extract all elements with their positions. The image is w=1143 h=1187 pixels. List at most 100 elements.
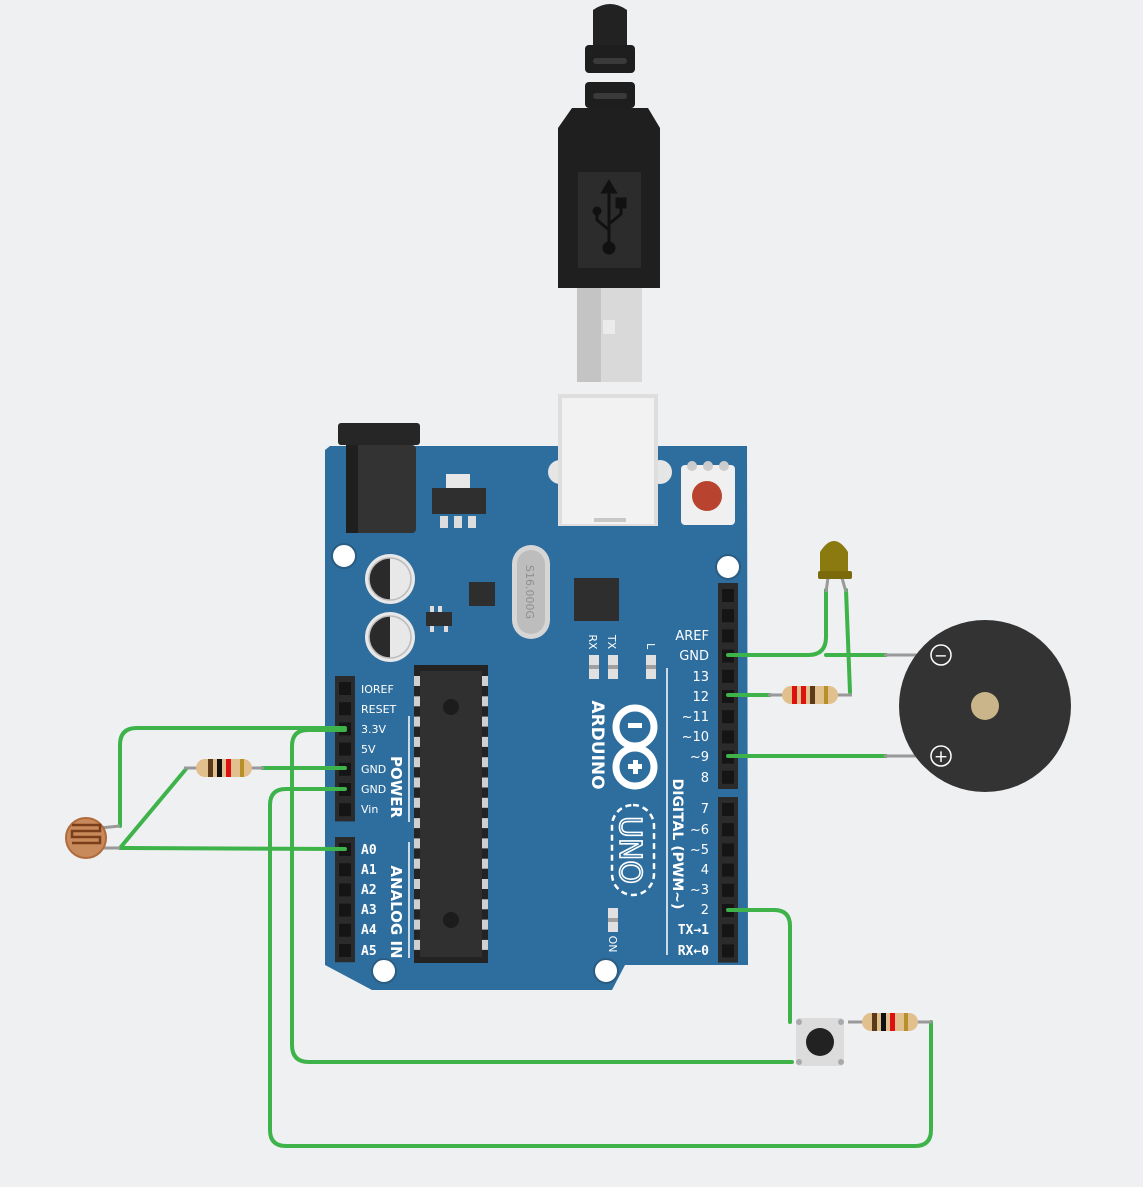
chip-pin [482,676,488,686]
chip-pin [414,676,420,686]
buzzer-plus-sign: + [934,747,948,767]
header-socket[interactable] [339,944,351,957]
photoresistor[interactable] [65,817,121,859]
header-socket[interactable] [722,609,734,623]
chip-pin [482,736,488,747]
pin-label-a0: A0 [361,843,377,858]
pin-label-5v: 5V [361,743,376,756]
wires[interactable] [118,588,933,1148]
header-socket[interactable] [339,702,351,716]
chip-pin [414,838,420,849]
rx-label: RX [586,634,599,650]
header-socket[interactable] [722,944,734,958]
on-label: ON [606,936,619,953]
chip-pin [482,858,488,869]
pin-label-6: ~6 [690,823,709,838]
header-socket[interactable] [722,803,734,816]
header-socket[interactable] [722,863,734,877]
header-socket[interactable] [339,883,351,897]
pin-label-2: 2 [701,903,709,918]
piezo-buzzer[interactable]: − + [884,620,1071,792]
header-socket[interactable] [722,883,734,897]
power-led: ON [606,908,619,952]
chip-pin [414,757,420,768]
transistor [426,606,452,632]
chip-pin [414,879,420,889]
header-socket[interactable] [722,843,734,857]
wire-ldr-to-a0[interactable] [118,846,347,851]
digital-upper-header [718,583,738,789]
wire-ldr-resistor[interactable] [118,767,188,850]
capacitor [365,612,415,662]
chip-pin [482,919,488,930]
header-socket[interactable] [339,803,351,817]
buzzer-minus-sign: − [934,646,947,665]
pin-label-a5: A5 [361,944,377,959]
header-socket[interactable] [722,924,734,938]
resistor-led[interactable] [768,686,852,704]
header-socket[interactable] [722,730,734,744]
pin-label-3v3: 3.3V [361,723,386,736]
chip-pin [414,818,420,829]
pin-label-5: ~5 [690,843,709,858]
arduino-uno-board[interactable]: S16.000G RX TX L ON [325,394,748,990]
voltage-regulator [432,474,486,528]
wire-ldr-to-3v3[interactable] [118,726,347,828]
header-socket[interactable] [722,589,734,602]
header-socket[interactable] [722,669,734,683]
digital-section-label: DIGITAL (PWM~) [669,779,685,910]
header-socket[interactable] [722,629,734,643]
wire-gnd-to-button-resistor[interactable] [268,787,933,1148]
chip-pin [414,919,420,930]
pushbutton[interactable] [796,1018,844,1066]
resistor-ldr[interactable] [184,759,264,777]
wire-pin2-to-button[interactable] [726,908,792,1024]
chip-pin [482,696,488,707]
wire-led-resistor[interactable] [844,588,852,694]
header-socket[interactable] [722,710,734,724]
chip-pin [482,899,488,910]
wire-gnd-to-led-buzzer[interactable] [726,588,828,657]
digital-lower-header [718,797,738,963]
pin-label-vin: Vin [361,803,378,816]
digital-upper-pin-labels: AREF GND 13 12 ~11 ~10 ~9 8 [675,629,709,786]
reset-button[interactable] [681,461,735,525]
chip-pin [482,757,488,768]
chip-pin [414,777,420,788]
analog-pin-labels: A0 A1 A2 A3 A4 A5 [361,843,377,959]
l-label: L [644,643,657,650]
chip-pin [414,716,420,727]
header-socket[interactable] [339,863,351,877]
header-socket[interactable] [339,682,351,695]
pin-label-gnd-1: GND [361,763,386,776]
chip-pin [482,879,488,889]
header-socket[interactable] [722,823,734,837]
pin-label-10: ~10 [682,730,709,745]
crystal-oscillator: S16.000G [512,545,550,639]
chip-pin [414,899,420,910]
header-socket[interactable] [339,903,351,917]
usb-cable[interactable] [558,4,660,382]
header-socket[interactable] [722,770,734,784]
pin-label-a1: A1 [361,863,377,878]
pin-label-4: 4 [701,863,709,878]
chip-pin [482,777,488,788]
pin-label-a2: A2 [361,883,377,898]
atmega-microcontroller [414,665,488,963]
resistor-button[interactable] [848,1013,932,1031]
mounting-hole [331,543,357,569]
header-socket[interactable] [339,923,351,937]
pin-label-13: 13 [692,670,709,685]
pin-label-gnd-2: GND [361,783,386,796]
pin-label-3: ~3 [690,883,709,898]
chip-pin [482,939,488,950]
led[interactable] [818,541,852,593]
pin-label-9: ~9 [690,750,709,765]
wire-3v3-to-button[interactable] [290,728,794,1064]
pin-label-11: ~11 [682,710,709,725]
header-socket[interactable] [339,742,351,756]
analog-section-label: ANALOG IN [387,865,405,958]
pin-label-7: 7 [701,802,709,817]
pin-label-reset: RESET [361,703,397,716]
